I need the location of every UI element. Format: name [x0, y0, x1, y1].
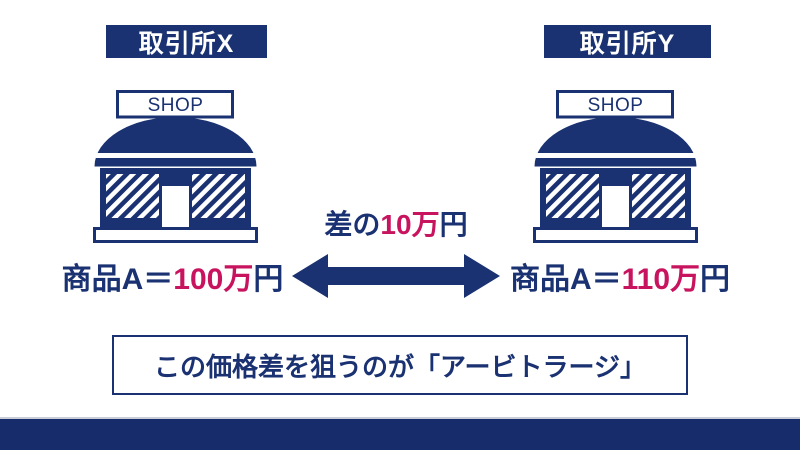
- exchange-y-label: 取引所Y: [544, 25, 711, 58]
- price-x-value: 100万: [173, 263, 254, 296]
- shop-window-right: [632, 174, 685, 218]
- shop-base: [93, 227, 258, 243]
- shop-y-icon: SHOP: [533, 90, 698, 243]
- shop-sign: [556, 90, 674, 119]
- shop-awning-trim: [534, 153, 697, 158]
- difference-prefix: 差の: [324, 209, 381, 240]
- footer-separator-line: [0, 417, 800, 419]
- difference-value: 10万: [380, 209, 440, 240]
- shop-sign: [116, 90, 234, 119]
- exchange-x-label: 取引所X: [106, 25, 267, 58]
- exchange-y-label-text: 取引所Y: [579, 29, 676, 58]
- shop-awning: [94, 117, 257, 167]
- shop-door: [162, 186, 189, 227]
- price-x-prefix: 商品A＝: [61, 263, 174, 296]
- price-y-value: 110万: [621, 263, 701, 296]
- shop-window-right: [192, 174, 245, 218]
- shop-window-left: [106, 174, 159, 218]
- price-x-suffix: 円: [253, 263, 284, 296]
- shop-x-icon: SHOP: [93, 90, 258, 243]
- shop-window-left: [546, 174, 599, 218]
- caption-box: この価格差を狙うのが「アービトラージ」: [112, 335, 688, 395]
- difference-suffix: 円: [439, 209, 468, 240]
- price-x: 商品A＝100万円: [55, 258, 290, 302]
- shop-sign-text: SHOP: [148, 95, 204, 116]
- shop-sign-text: SHOP: [588, 95, 644, 116]
- exchange-x-label-text: 取引所X: [138, 29, 235, 58]
- price-y: 商品A＝110万円: [500, 258, 740, 302]
- arrow-shape: [292, 254, 500, 298]
- double-headed-arrow-icon: [292, 254, 500, 298]
- shop-base: [533, 227, 698, 243]
- shop-door: [602, 186, 629, 227]
- difference-label: 差の10万円: [262, 208, 530, 242]
- caption-text: この価格差を狙うのが「アービトラージ」: [154, 351, 646, 382]
- shop-awning-trim: [94, 153, 257, 158]
- price-y-suffix: 円: [700, 263, 731, 296]
- price-y-prefix: 商品A＝: [509, 263, 622, 296]
- footer-bar: [0, 419, 800, 450]
- shop-awning: [534, 117, 697, 167]
